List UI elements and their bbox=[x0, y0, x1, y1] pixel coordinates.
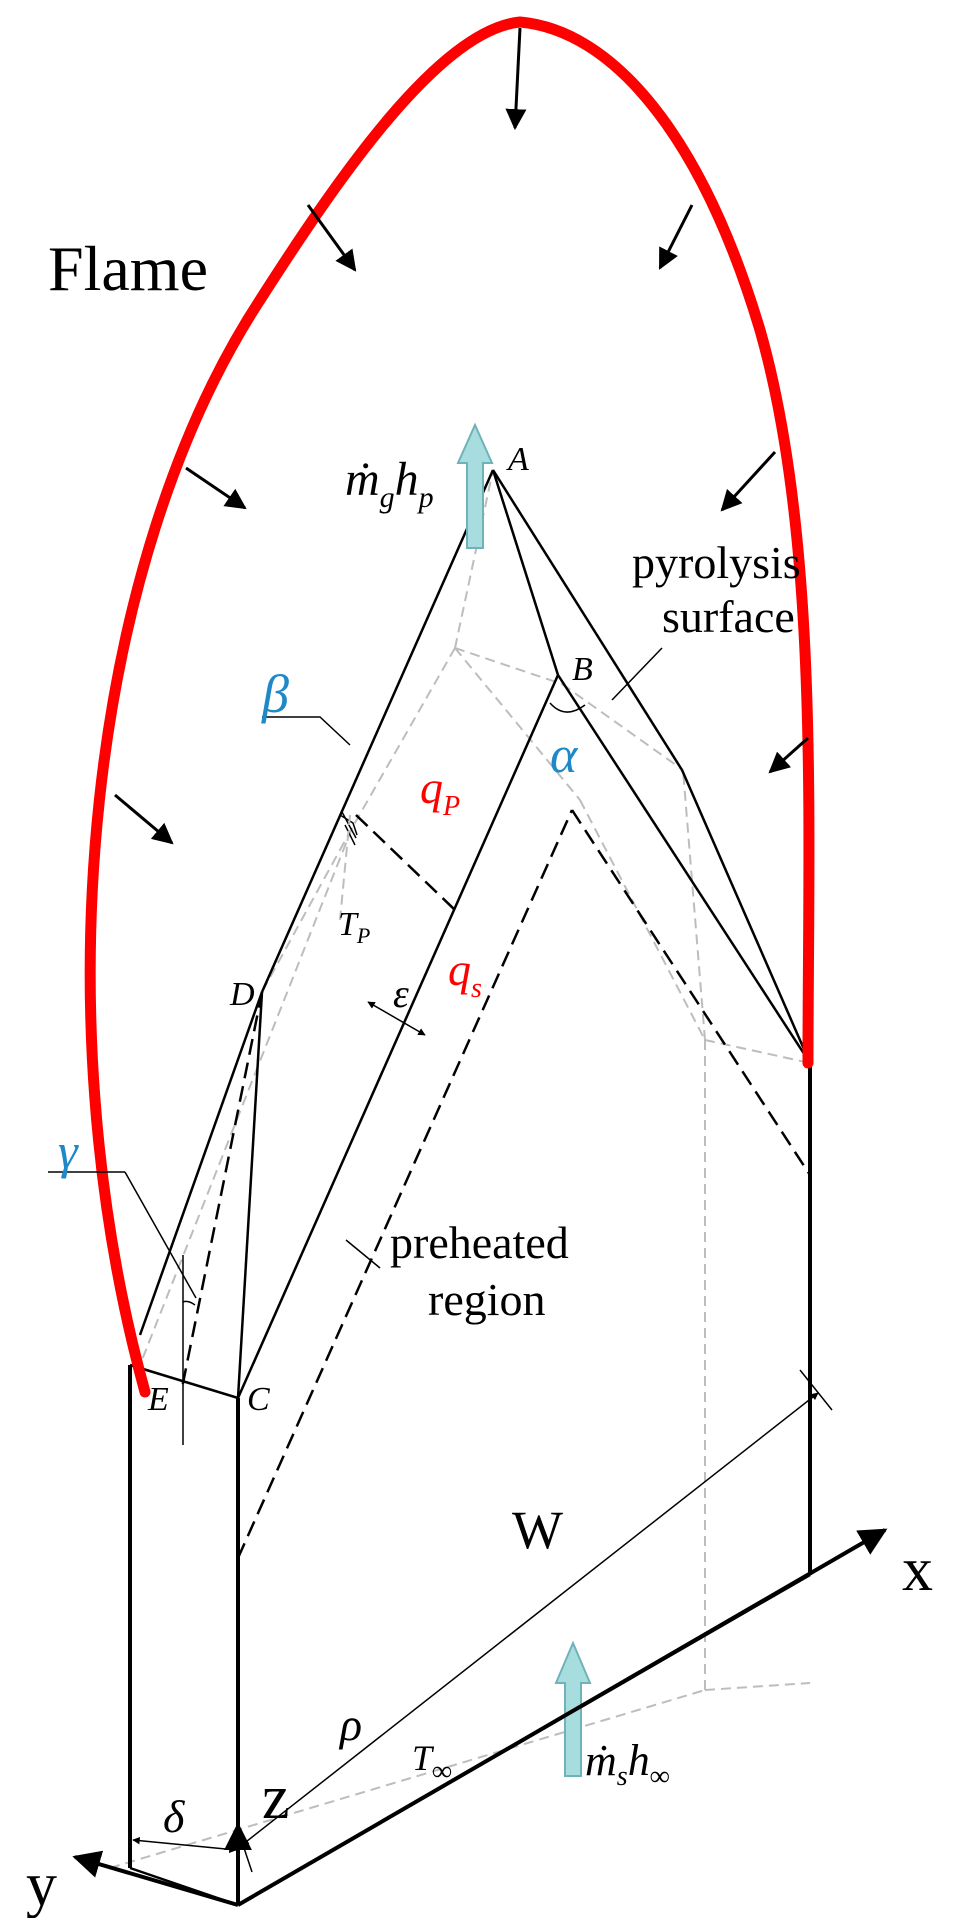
pyrolysis-label-2: surface bbox=[662, 591, 795, 642]
qP-label: qP bbox=[420, 762, 460, 822]
mg-hp-label: ṁghp bbox=[345, 453, 434, 514]
y-axis-label: y bbox=[26, 1851, 57, 1918]
TP-label: TP bbox=[338, 906, 370, 948]
flame-label: Flame bbox=[48, 233, 208, 304]
arrow-icon bbox=[185, 466, 247, 510]
point-A: A bbox=[506, 441, 529, 478]
heat-flux-arrows bbox=[114, 27, 810, 845]
point-B: B bbox=[572, 651, 593, 688]
point-E: E bbox=[147, 1381, 169, 1418]
W-label: W bbox=[512, 1500, 563, 1560]
point-C: C bbox=[247, 1381, 270, 1418]
arrow-icon bbox=[720, 450, 777, 512]
Tinf-label: T∞ bbox=[412, 1738, 452, 1787]
specimen-body bbox=[128, 469, 812, 1907]
ms-hinf-label: ṁsh∞ bbox=[585, 1736, 670, 1792]
beta-label: β bbox=[261, 664, 289, 724]
up-arrow-icon bbox=[456, 422, 494, 549]
coordinate-axes bbox=[72, 1528, 888, 1907]
z-axis-label: z bbox=[262, 1764, 290, 1832]
hidden-edges bbox=[109, 469, 811, 1869]
alpha-label: α bbox=[550, 727, 579, 784]
arrow-icon bbox=[505, 27, 527, 131]
rho-label: ρ bbox=[338, 1699, 362, 1750]
delta-label: δ bbox=[163, 1791, 185, 1842]
arrow-icon bbox=[658, 204, 694, 270]
arrow-icon bbox=[114, 793, 174, 845]
annotations bbox=[48, 647, 833, 1873]
arrow-icon bbox=[768, 736, 810, 774]
x-axis-label: x bbox=[902, 1536, 933, 1604]
gamma-label: γ bbox=[58, 1123, 79, 1179]
preheated-label-2: region bbox=[428, 1274, 546, 1325]
arrow-icon bbox=[306, 204, 357, 272]
qs-label: qs bbox=[448, 944, 482, 1004]
preheated-label-1: preheated bbox=[390, 1217, 569, 1268]
flame-envelope bbox=[84, 16, 815, 1398]
epsilon-label: ε bbox=[393, 971, 409, 1016]
point-D: D bbox=[229, 976, 255, 1013]
pyrolysis-label-1: pyrolysis bbox=[632, 537, 801, 588]
